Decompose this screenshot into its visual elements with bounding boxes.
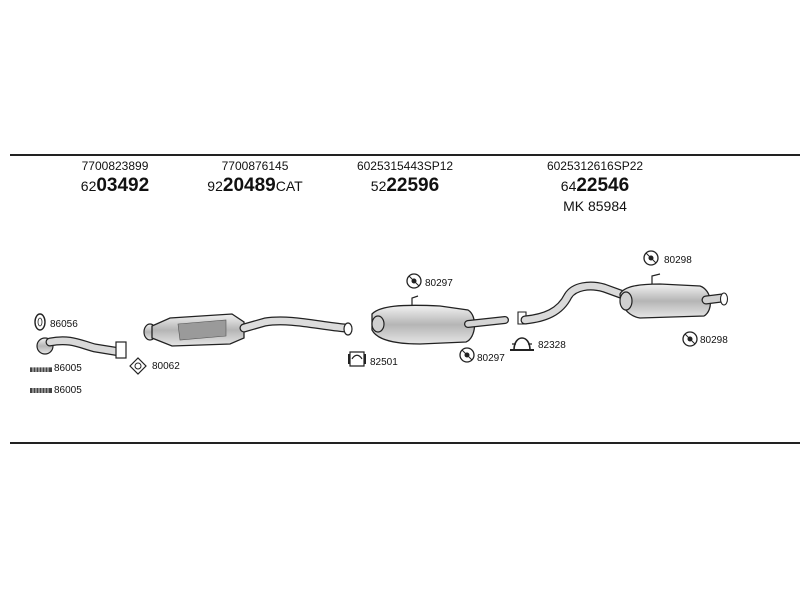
label-clamp-mid: 82501	[370, 357, 398, 368]
pipe-clamp-icon	[348, 351, 366, 367]
label-hanger-rear-bottom: 80298	[700, 335, 728, 346]
part-code: 9220489CAT	[207, 175, 303, 196]
cat-gasket-icon	[129, 357, 147, 375]
front-pipe	[36, 336, 127, 359]
label-hanger-mid-top: 80297	[425, 278, 453, 289]
oem-number: 6025312616SP22	[546, 159, 644, 173]
bottom-divider	[10, 442, 800, 444]
rubber-hanger-icon	[643, 250, 659, 266]
rubber-hanger-icon	[459, 347, 475, 363]
oem-number: 7700823899	[81, 159, 149, 173]
label-bolt: 86005	[54, 385, 82, 396]
part-group-middle-silencer: 6025315443SP12 5222596	[340, 160, 470, 195]
mounting-kit-code: MK 85984	[563, 198, 627, 214]
bolt-icon	[30, 366, 52, 372]
oem-number: 6025315443SP12	[356, 159, 454, 173]
part-code: 6203492	[80, 175, 150, 196]
oem-number: 7700876145	[221, 159, 289, 173]
part-code: 5222596	[370, 175, 440, 196]
bolt-icon	[30, 388, 52, 393]
part-group-rear-silencer: 6025312616SP22 6422546 MK 85984	[530, 160, 660, 213]
label-hanger-mid-bottom: 80297	[477, 353, 505, 364]
label-hanger-rear-top: 80298	[664, 255, 692, 266]
part-group-catalyst: 7700876145 9220489CAT	[195, 160, 315, 195]
catalytic-converter	[143, 313, 353, 347]
label-clamp-rear: 82328	[538, 340, 566, 351]
top-divider	[10, 154, 800, 156]
label-bolt: 86005	[54, 363, 82, 374]
middle-silencer	[371, 295, 509, 345]
part-code: 6422546	[560, 175, 630, 196]
pipe-clamp-icon	[510, 337, 534, 351]
rear-silencer	[520, 273, 729, 325]
label-cat-gasket: 80062	[152, 361, 180, 372]
gasket-ring-icon	[34, 313, 46, 331]
rubber-hanger-icon	[682, 331, 698, 347]
part-group-front-pipe: 7700823899 6203492	[60, 160, 170, 195]
label-gasket-front: 86056	[50, 319, 78, 330]
rubber-hanger-icon	[406, 273, 422, 289]
